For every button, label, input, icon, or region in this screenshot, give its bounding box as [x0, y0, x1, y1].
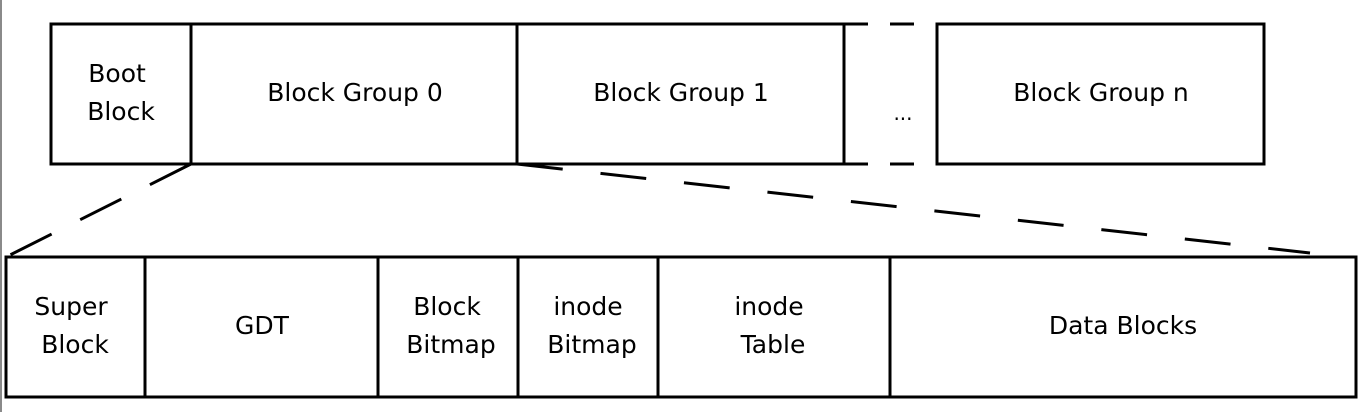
inode-bitmap-label: inode Bitmap	[547, 292, 636, 359]
data-blocks-label: Data Blocks	[1049, 311, 1197, 340]
disk-layout-row	[49, 22, 1266, 166]
data-blocks-box	[888, 255, 1358, 399]
block-bitmap-label: Block Bitmap	[406, 292, 495, 359]
super-block-label: Super Block	[34, 292, 115, 359]
super-block-box	[4, 255, 147, 399]
page-left-border	[0, 0, 2, 412]
block-group-1-box	[515, 22, 846, 166]
inode-bitmap-box	[516, 255, 660, 399]
boot-block-label: Boot Block	[87, 59, 155, 126]
gdt-label: GDT	[235, 311, 290, 340]
inode-table-label: inode Table	[734, 292, 811, 359]
inode-table-box	[656, 255, 892, 399]
left-zoom-dashed-line	[5, 162, 192, 259]
block-group-0-label: Block Group 0	[267, 78, 443, 107]
zoom-connectors	[5, 162, 1311, 259]
block-group-n-label: Block Group n	[1013, 78, 1188, 107]
block-group-detail-row	[4, 255, 1358, 399]
block-group-n-box	[935, 22, 1266, 166]
block-group-1-label: Block Group 1	[593, 78, 769, 107]
right-zoom-dashed-line	[516, 162, 1311, 255]
ellipsis-label: ...	[893, 101, 912, 125]
boot-block-box	[49, 22, 193, 166]
block-bitmap-box	[376, 255, 520, 399]
